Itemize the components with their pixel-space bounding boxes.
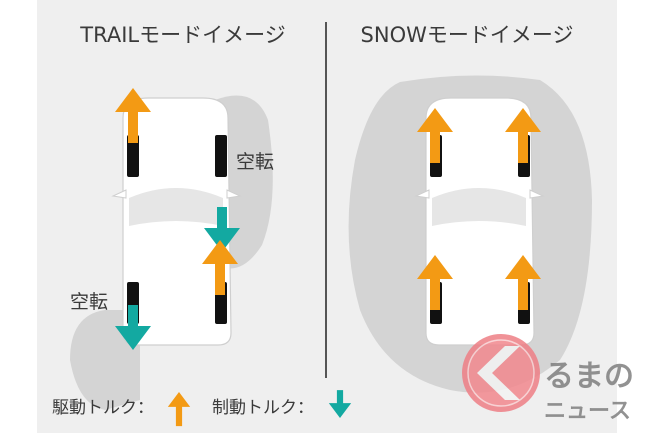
snow-title: SNOWモードイメージ: [361, 23, 574, 47]
logo-line2: ニュース: [544, 399, 631, 424]
legend-drive-label: 駆動トルク：: [52, 398, 154, 418]
legend-brake-label: 制動トルク：: [212, 398, 314, 418]
wheel-front-left: [127, 135, 139, 177]
slip-label-front: 空転: [236, 151, 274, 173]
snow-car: [415, 97, 544, 346]
trail-title: TRAILモードイメージ: [79, 23, 285, 47]
logo-line1: るまの: [544, 359, 634, 394]
kurumanonews-logo: るまの ニュース: [462, 334, 634, 424]
slip-label-rear: 空転: [70, 291, 108, 313]
trail-car: [112, 88, 241, 350]
wheel-front-right: [215, 135, 227, 177]
